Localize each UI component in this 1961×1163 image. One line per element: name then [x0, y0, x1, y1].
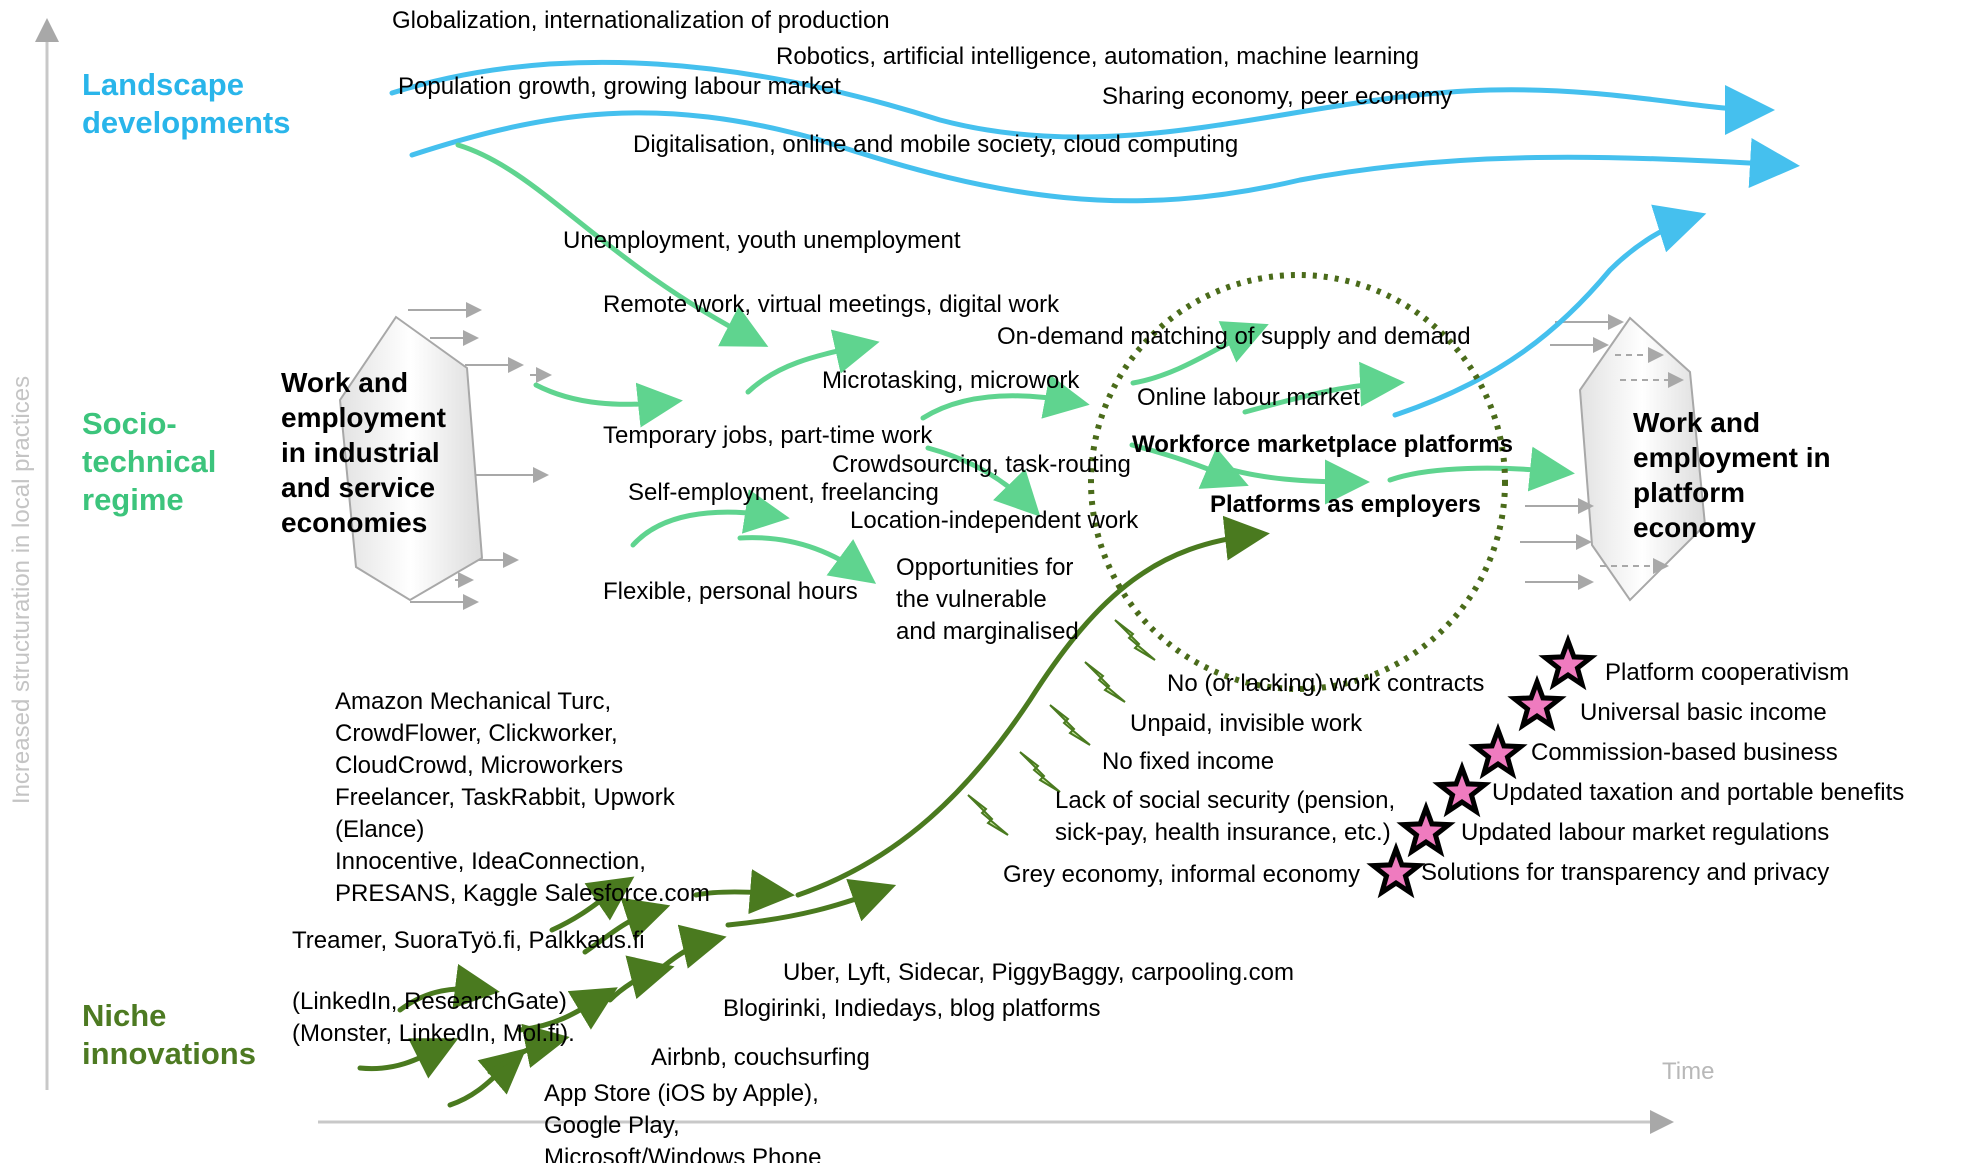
lightning-bolt-icon [1114, 619, 1156, 661]
right-regime-title: Work and employment in platform economy [1633, 407, 1831, 543]
left-regime-title: Work and employment in industrial and se… [281, 367, 446, 538]
regime-item: Self-employment, freelancing [628, 479, 939, 506]
regime-item: On-demand matching of supply and demand [997, 323, 1471, 350]
star-icon [1538, 633, 1598, 691]
solution-item: Commission-based business [1531, 739, 1838, 766]
lightning-bolt-icon [967, 794, 1009, 836]
problem-item: Lack of social security (pension, sick-p… [1055, 787, 1396, 846]
regime-item: Temporary jobs, part-time work [603, 422, 933, 449]
solution-item: Universal basic income [1580, 699, 1827, 726]
regime-item: Flexible, personal hours [603, 578, 858, 605]
niche-item: Blogirinki, Indiedays, blog platforms [723, 995, 1101, 1022]
level-landscape-label: Landscape developments [82, 67, 291, 140]
regime-item: Microtasking, microwork [822, 367, 1080, 394]
regime-item: Remote work, virtual meetings, digital w… [603, 291, 1060, 318]
problem-item: No (or lacking) work contracts [1167, 670, 1485, 697]
problem-item: Grey economy, informal economy [1003, 861, 1361, 888]
lightning-bolt-icon [1019, 751, 1061, 793]
niche-item: Amazon Mechanical Turc, CrowdFlower, Cli… [335, 688, 710, 907]
regime-item: Online labour market [1137, 384, 1360, 411]
problem-item: Unpaid, invisible work [1130, 710, 1363, 737]
platform-item: Workforce marketplace platforms [1132, 431, 1514, 458]
niche-item: Airbnb, couchsurfing [651, 1044, 870, 1071]
regime-item: Crowdsourcing, task-routing [832, 451, 1131, 478]
landscape-item: Sharing economy, peer economy [1102, 83, 1453, 110]
star-icon [1507, 674, 1567, 732]
niche-item: App Store (iOS by Apple), Google Play, M… [544, 1080, 822, 1163]
niche-item: Uber, Lyft, Sidecar, PiggyBaggy, carpool… [783, 959, 1294, 986]
solution-item: Updated taxation and portable benefits [1492, 779, 1905, 806]
solution-item: Platform cooperativism [1605, 659, 1850, 686]
star-icon [1396, 800, 1456, 858]
niche-item: Treamer, SuoraTyö.fi, Palkkaus.fi [292, 927, 645, 954]
platform-item: Platforms as employers [1210, 491, 1481, 518]
star-icon [1432, 760, 1492, 818]
solution-item: Updated labour market regulations [1461, 819, 1830, 846]
landscape-item: Digitalisation, online and mobile societ… [633, 131, 1239, 158]
level-regime-label: Socio- technical regime [82, 406, 217, 517]
landscape-item: Robotics, artificial intelligence, autom… [776, 43, 1420, 70]
landscape-item: Population growth, growing labour market [398, 73, 841, 100]
lightning-bolt-icon [1049, 704, 1091, 746]
y-axis-label: Increased structuration in local practic… [8, 375, 35, 805]
solution-item: Solutions for transparency and privacy [1421, 859, 1830, 886]
regime-item: Opportunities for the vulnerable and mar… [896, 554, 1079, 645]
x-axis-label: Time [1662, 1058, 1715, 1085]
niche-item: (LinkedIn, ResearchGate) (Monster, Linke… [292, 988, 575, 1047]
problem-item: No fixed income [1102, 748, 1275, 775]
star-icon [1468, 722, 1528, 780]
regime-item: Location-independent work [850, 507, 1139, 534]
star-icon [1366, 841, 1426, 899]
level-niche-label: Niche innovations [82, 998, 256, 1071]
lightning-bolt-icon [1084, 661, 1126, 703]
landscape-item: Globalization, internationalization of p… [392, 7, 890, 34]
regime-item: Unemployment, youth unemployment [563, 227, 961, 254]
